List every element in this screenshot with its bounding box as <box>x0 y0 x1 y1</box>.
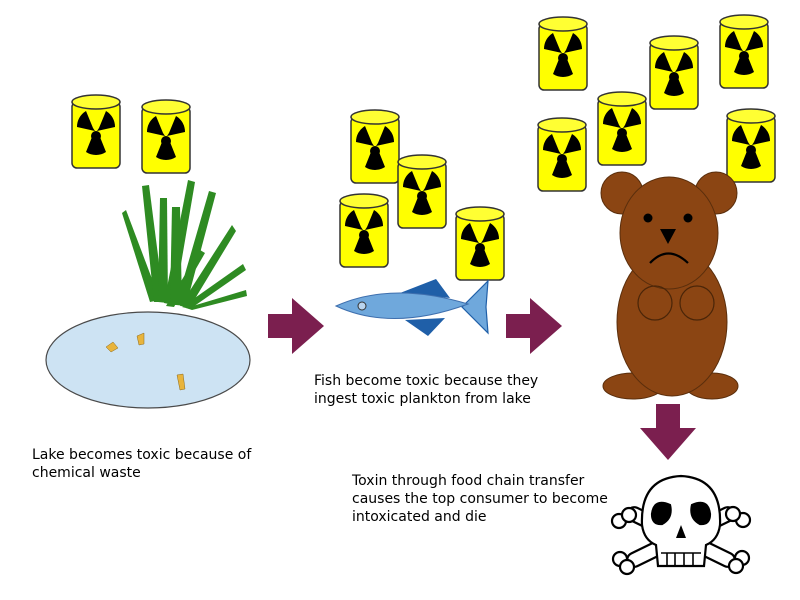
grass-reeds <box>122 180 247 310</box>
flow-arrow <box>268 298 324 354</box>
bear-face <box>643 213 693 264</box>
plankton <box>105 332 186 391</box>
radioactive-barrel-icon <box>538 16 588 91</box>
fish <box>334 279 489 336</box>
radioactive-barrel-icon <box>726 108 776 183</box>
radioactive-barrel-icon <box>339 193 389 268</box>
skull-crossbones-icon <box>610 474 752 576</box>
radioactive-barrel-icon <box>649 35 699 110</box>
radioactive-barrel-icon <box>455 206 505 281</box>
lake <box>45 311 251 409</box>
flow-arrow <box>640 404 696 460</box>
radioactive-barrel-icon <box>597 91 647 166</box>
radioactive-barrel-icon <box>719 14 769 89</box>
radioactive-barrel-icon <box>350 109 400 184</box>
radioactive-barrel-icon <box>141 99 191 174</box>
radioactive-barrel-icon <box>537 117 587 192</box>
food-chain-caption: Toxin through food chain transfer causes… <box>352 473 608 525</box>
bear <box>600 171 739 400</box>
radioactive-barrel-icon <box>397 154 447 229</box>
lake-caption: Lake becomes toxic because of chemical w… <box>32 447 252 481</box>
flow-arrow <box>506 298 562 354</box>
fish-caption: Fish become toxic because they ingest to… <box>314 373 539 407</box>
radioactive-barrel-icon <box>71 94 121 169</box>
